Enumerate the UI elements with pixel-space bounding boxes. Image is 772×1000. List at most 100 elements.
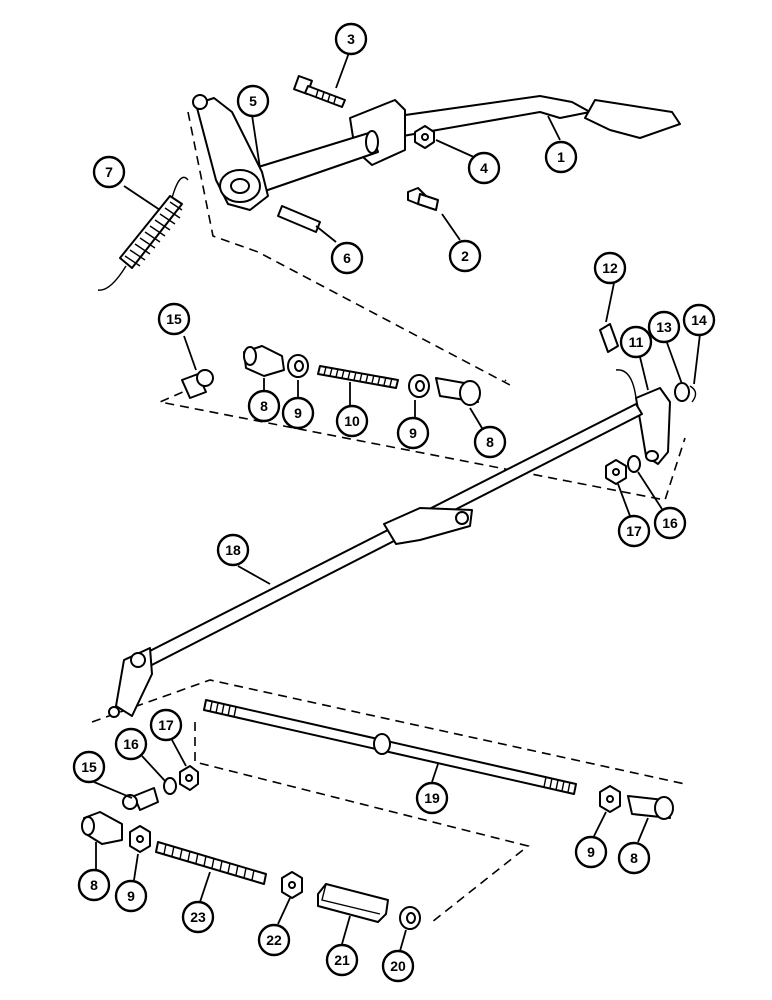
callout-label: 9 <box>294 405 302 421</box>
callout-label: 18 <box>225 542 241 558</box>
callout-label: 16 <box>123 736 139 752</box>
clevis-yoke <box>81 811 123 845</box>
callout-16: 16 <box>653 506 687 540</box>
callout-label: 21 <box>334 952 350 968</box>
callout-23: 23 <box>181 900 215 934</box>
jam-nut <box>399 906 421 930</box>
clevis-yoke <box>435 377 481 406</box>
callout-15: 15 <box>72 750 106 784</box>
adjuster-rod <box>203 699 577 795</box>
callout-label: 17 <box>626 523 642 539</box>
callout-1: 1 <box>544 140 578 174</box>
lock-nut <box>179 765 199 791</box>
jam-nut <box>408 374 430 398</box>
callout-label: 2 <box>461 248 469 264</box>
threaded-rod <box>155 841 267 885</box>
washer <box>674 382 690 402</box>
upper-assembly-outline <box>187 111 511 386</box>
lock-washer <box>163 777 177 795</box>
callout-10: 10 <box>335 404 369 438</box>
callout-12: 12 <box>593 251 627 285</box>
callout-label: 9 <box>409 425 417 441</box>
callout-6: 6 <box>330 241 364 275</box>
callout-label: 3 <box>347 31 355 47</box>
middle-assembly-outline <box>157 379 686 501</box>
callout-label: 23 <box>190 909 206 925</box>
callout-19: 19 <box>415 781 449 815</box>
callout-11: 11 <box>619 325 653 359</box>
jam-nut <box>129 825 151 853</box>
callout-label: 1 <box>557 149 565 165</box>
callout-label: 7 <box>105 164 113 180</box>
lock-washer <box>627 455 641 473</box>
callout-label: 17 <box>158 717 174 733</box>
callout-label: 10 <box>344 413 360 429</box>
jam-nut <box>287 354 309 378</box>
callout-label: 8 <box>630 850 638 866</box>
callout-20: 20 <box>381 949 415 983</box>
callout-label: 8 <box>90 877 98 893</box>
callout-7: 7 <box>92 155 126 189</box>
callout-17: 17 <box>149 708 183 742</box>
callout-3: 3 <box>334 22 368 56</box>
clevis-ball-pin <box>181 369 214 399</box>
callout-label: 6 <box>343 250 351 266</box>
return-spring <box>97 176 189 291</box>
callout-label: 12 <box>602 260 618 276</box>
turnbuckle-sleeve <box>317 883 389 923</box>
bellcrank-arm <box>615 369 671 465</box>
snap-ring <box>689 385 697 403</box>
pedal-lever <box>192 94 269 211</box>
bolt <box>293 75 346 108</box>
callout-9: 9 <box>574 835 608 869</box>
clevis-yoke <box>243 345 285 377</box>
lower-assembly-outline-top <box>91 679 686 785</box>
callout-label: 20 <box>390 958 406 974</box>
callout-4: 4 <box>467 151 501 185</box>
callout-label: 15 <box>166 311 182 327</box>
lower-assembly-outline-bottom <box>194 722 530 923</box>
threaded-rod <box>317 365 399 389</box>
callout-22: 22 <box>257 923 291 957</box>
cross-shaft <box>254 130 379 193</box>
callout-15: 15 <box>157 302 191 336</box>
callout-8: 8 <box>247 389 281 423</box>
callout-9: 9 <box>396 416 430 450</box>
callout-label: 15 <box>81 759 97 775</box>
callout-label: 22 <box>266 932 282 948</box>
callout-label: 9 <box>127 888 135 904</box>
callout-17: 17 <box>617 514 651 548</box>
callout-16: 16 <box>114 727 148 761</box>
callout-label: 8 <box>260 398 268 414</box>
callout-8: 8 <box>473 425 507 459</box>
clevis-yoke <box>627 795 674 820</box>
callout-label: 16 <box>662 515 678 531</box>
callout-2: 2 <box>448 239 482 273</box>
leader-lines <box>93 49 701 952</box>
brake-pedal <box>349 95 681 166</box>
callout-label: 11 <box>629 334 644 350</box>
callout-18: 18 <box>216 533 250 567</box>
callout-8: 8 <box>617 841 651 875</box>
clevis-ball-pin <box>122 787 159 811</box>
nut <box>414 125 435 149</box>
callout-label: 13 <box>656 319 672 335</box>
lock-nut <box>605 459 627 485</box>
callout-label: 19 <box>424 790 440 806</box>
jam-nut <box>599 785 621 813</box>
cross-rod <box>108 403 643 718</box>
jam-nut <box>281 871 303 899</box>
grease-fitting <box>407 187 439 211</box>
pin <box>599 323 619 353</box>
callout-label: 5 <box>249 93 257 109</box>
callout-label: 8 <box>486 434 494 450</box>
callout-8: 8 <box>77 868 111 902</box>
callout-label: 4 <box>480 160 488 176</box>
callout-14: 14 <box>682 303 716 337</box>
callout-5: 5 <box>236 84 270 118</box>
callout-21: 21 <box>325 943 359 977</box>
callout-label: 14 <box>691 312 707 328</box>
callout-9: 9 <box>281 396 315 430</box>
callout-13: 13 <box>647 310 681 344</box>
